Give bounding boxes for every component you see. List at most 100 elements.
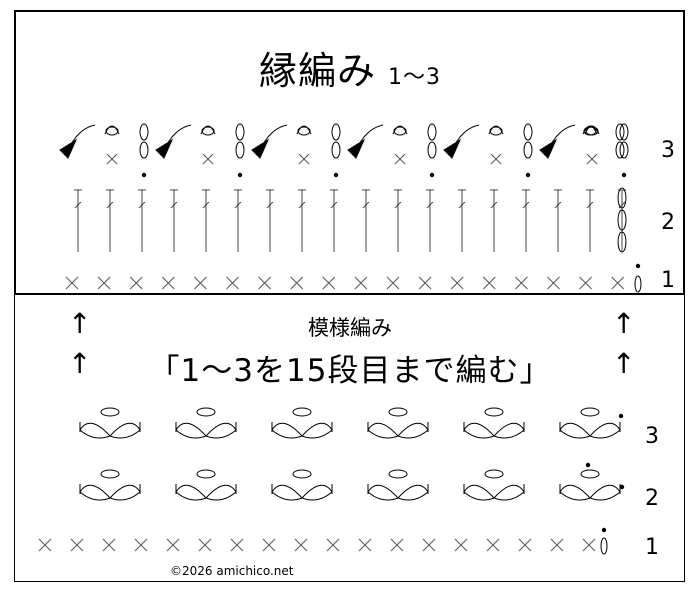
picot-symbol (584, 125, 600, 135)
pattern-label: 模様編み (308, 316, 392, 340)
double-crochet-slash (522, 201, 530, 209)
single-crochet-x-symbol (262, 538, 276, 552)
single-crochet-x-symbol (65, 276, 79, 290)
chain-stitch-symbol (484, 407, 504, 417)
chain-stitch-symbol (427, 123, 437, 141)
picot-symbol (200, 125, 216, 135)
shell-petal-left-bottom (175, 491, 207, 501)
single-crochet-x-symbol (450, 276, 464, 290)
edging-row-label-1: 1 (661, 268, 675, 293)
single-crochet-x-symbol (582, 538, 596, 552)
shell-petal-left-bottom (175, 429, 207, 439)
chain-stitch-symbol (523, 141, 533, 159)
shell-petal-left (367, 484, 399, 499)
up-arrow-icon: ↑ (68, 307, 92, 340)
single-crochet-x-symbol (134, 538, 148, 552)
chain-stitch-symbol (427, 141, 437, 159)
shell-petal-left (271, 484, 303, 499)
shell-petal-left (175, 484, 207, 499)
up-arrow-icon: ↑ (612, 307, 636, 340)
slip-stitch-dot (635, 263, 641, 269)
chain-stitch-symbol (292, 469, 312, 479)
single-crochet-x-symbol (194, 276, 207, 290)
single-crochet-x-symbol (358, 538, 372, 552)
slip-stitch-dot (237, 172, 243, 178)
double-crochet-slash (266, 201, 274, 209)
shell-petal-right (109, 422, 141, 437)
double-crochet-slash (554, 201, 562, 209)
shell-petal-right (589, 422, 621, 437)
double-crochet-slash (202, 201, 210, 209)
single-crochet-x-symbol (547, 276, 560, 290)
chain-stitch-symbol (331, 123, 341, 141)
slip-stitch-dot (621, 172, 627, 178)
shell-petal-right-bottom (205, 491, 237, 501)
chain-stitch-symbol (196, 407, 216, 417)
chain-stitch-symbol (388, 469, 408, 479)
shell-petal-left-bottom (79, 429, 111, 439)
chain-stitch-symbol (619, 141, 629, 159)
chain-stitch-symbol (196, 469, 216, 479)
double-crochet-slash (458, 201, 466, 209)
shell-petal-right (397, 484, 429, 499)
double-crochet-slash (586, 201, 594, 209)
shell-petal-right-bottom (493, 491, 525, 501)
slip-stitch-dot (618, 413, 624, 419)
chain-stitch-symbol (523, 123, 533, 141)
pattern-row-label-3: 3 (645, 424, 659, 449)
edging-row-label-3: 3 (661, 138, 675, 163)
shell-petal-right (301, 484, 333, 499)
slip-stitch-dot (601, 527, 607, 533)
edging-section (14, 10, 685, 295)
chain-stitch-symbol (100, 469, 120, 479)
picot-symbol (104, 125, 120, 135)
single-crochet-x-symbol (394, 153, 406, 165)
single-crochet-x-symbol (298, 153, 310, 165)
chain-stitch-symbol (235, 123, 245, 141)
single-crochet-x-symbol (198, 538, 212, 552)
single-crochet-x-symbol (290, 276, 304, 290)
double-crochet-slash (394, 201, 402, 209)
single-crochet-x-symbol (230, 538, 244, 552)
chain-stitch-symbol (100, 407, 120, 417)
single-crochet-x-symbol (418, 276, 432, 290)
single-crochet-x-symbol (226, 276, 239, 290)
single-crochet-x-symbol (586, 153, 598, 165)
single-crochet-x-symbol (38, 538, 52, 552)
shell-petal-left (463, 422, 495, 437)
chain-stitch-symbol (388, 407, 408, 417)
direction-arrow-head (155, 138, 174, 159)
double-crochet-slash (298, 201, 306, 209)
shell-petal-right (109, 484, 141, 499)
slip-stitch-dot (333, 172, 339, 178)
shell-petal-right (301, 422, 333, 437)
shell-petal-right (589, 484, 621, 499)
picot-symbol (296, 125, 312, 135)
slip-stitch-dot (525, 172, 531, 178)
copyright-text: ©2026 amichico.net (170, 564, 294, 578)
picot-symbol (488, 125, 504, 135)
shell-petal-left-bottom (79, 491, 111, 501)
chain-stitch-symbol (617, 231, 627, 253)
single-crochet-x-symbol (390, 538, 404, 552)
shell-petal-left (79, 484, 111, 499)
single-crochet-x-symbol (70, 538, 84, 552)
up-arrow-icon: ↑ (612, 347, 636, 380)
double-crochet-slash (362, 201, 370, 209)
chain-stitch-symbol (580, 469, 600, 479)
shell-petal-right-bottom (493, 429, 525, 439)
shell-petal-left (463, 484, 495, 499)
picot-symbol (392, 125, 408, 135)
single-crochet-x-symbol (482, 276, 496, 290)
double-crochet-slash (138, 201, 146, 209)
shell-petal-left-bottom (271, 491, 303, 501)
double-crochet-slash (74, 201, 82, 209)
chain-stitch-symbol (331, 141, 341, 159)
direction-arrow-head (347, 138, 366, 159)
direction-arrow-head (59, 138, 78, 159)
single-crochet-x-symbol (202, 153, 214, 165)
double-crochet-slash (330, 201, 338, 209)
single-crochet-x-symbol (161, 276, 175, 290)
